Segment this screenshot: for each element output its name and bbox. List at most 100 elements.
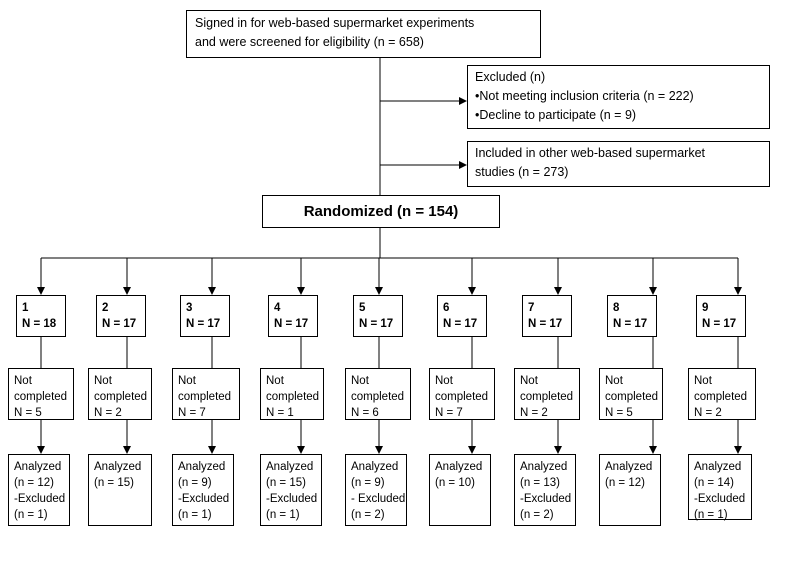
analyzed-line: (n = 2) bbox=[351, 509, 385, 521]
analyzed-line: (n = 1) bbox=[266, 509, 300, 521]
analyzed-line: (n = 10) bbox=[435, 477, 475, 489]
excluded-reason-criteria: •Not meeting inclusion criteria (n = 222… bbox=[475, 89, 694, 103]
not-completed-line: N = 7 bbox=[435, 407, 463, 419]
not-completed-line: N = 2 bbox=[520, 407, 548, 419]
arm-size: N = 17 bbox=[274, 318, 309, 330]
analyzed-line: (n = 1) bbox=[178, 509, 212, 521]
analyzed-line: -Excluded bbox=[266, 493, 318, 505]
arm-size: N = 17 bbox=[702, 318, 737, 330]
not-completed-box: Not completed N = 7 bbox=[172, 368, 240, 420]
other-studies-line-1: Included in other web-based supermarket bbox=[475, 146, 705, 160]
not-completed-line: Not bbox=[435, 375, 453, 387]
not-completed-line: completed bbox=[94, 391, 148, 403]
not-completed-box: Not completed N = 2 bbox=[514, 368, 580, 420]
not-completed-line: N = 5 bbox=[605, 407, 633, 419]
other-studies-line-2: studies (n = 273) bbox=[475, 165, 569, 179]
not-completed-line: Not bbox=[178, 375, 196, 387]
not-completed-line: completed bbox=[351, 391, 405, 403]
arm-number: 1 bbox=[22, 302, 29, 314]
analyzed-line: (n = 12) bbox=[14, 477, 54, 489]
not-completed-box: Not completed N = 1 bbox=[260, 368, 324, 420]
not-completed-line: Not bbox=[694, 375, 712, 387]
analyzed-line: Analyzed bbox=[266, 461, 314, 473]
arm-number: 9 bbox=[702, 302, 709, 314]
excluded-box: Excluded (n) •Not meeting inclusion crit… bbox=[467, 65, 770, 129]
screened-line-1: Signed in for web-based supermarket expe… bbox=[195, 16, 475, 30]
arm-number: 3 bbox=[186, 302, 193, 314]
excluded-title: Excluded (n) bbox=[475, 70, 546, 84]
analyzed-box: Analyzed (n = 15) -Excluded (n = 1) bbox=[260, 454, 322, 526]
analyzed-line: (n = 9) bbox=[351, 477, 385, 489]
arm-box: 2 N = 17 bbox=[96, 295, 146, 337]
other-studies-box: Included in other web-based supermarket … bbox=[467, 141, 770, 187]
analyzed-line: (n = 1) bbox=[14, 509, 48, 521]
analyzed-box: Analyzed (n = 15) bbox=[88, 454, 152, 526]
not-completed-box: Not completed N = 6 bbox=[345, 368, 411, 420]
analyzed-line: (n = 13) bbox=[520, 477, 560, 489]
analyzed-line: -Excluded bbox=[520, 493, 572, 505]
arm-box: 9 N = 17 bbox=[696, 295, 746, 337]
analyzed-line: -Excluded bbox=[14, 493, 66, 505]
arm-number: 8 bbox=[613, 302, 620, 314]
analyzed-line: Analyzed bbox=[14, 461, 62, 473]
analyzed-box: Analyzed (n = 9) - Excluded (n = 2) bbox=[345, 454, 407, 526]
arm-size: N = 18 bbox=[22, 318, 57, 330]
analyzed-line: (n = 14) bbox=[694, 477, 734, 489]
not-completed-line: Not bbox=[14, 375, 32, 387]
analyzed-line: Analyzed bbox=[605, 461, 653, 473]
analyzed-line: Analyzed bbox=[435, 461, 483, 473]
arm-size: N = 17 bbox=[613, 318, 648, 330]
not-completed-line: Not bbox=[605, 375, 623, 387]
arm-size: N = 17 bbox=[359, 318, 394, 330]
arm-box: 8 N = 17 bbox=[607, 295, 657, 337]
not-completed-line: N = 5 bbox=[14, 407, 42, 419]
analyzed-box: Analyzed (n = 10) bbox=[429, 454, 491, 526]
not-completed-line: completed bbox=[520, 391, 574, 403]
arm-box: 3 N = 17 bbox=[180, 295, 230, 337]
not-completed-line: N = 2 bbox=[94, 407, 122, 419]
analyzed-line: (n = 12) bbox=[605, 477, 645, 489]
arm-box: 5 N = 17 bbox=[353, 295, 403, 337]
not-completed-line: completed bbox=[435, 391, 489, 403]
analyzed-line: Analyzed bbox=[351, 461, 399, 473]
not-completed-line: N = 7 bbox=[178, 407, 206, 419]
arm-size: N = 17 bbox=[102, 318, 137, 330]
analyzed-line: (n = 15) bbox=[94, 477, 134, 489]
screened-box: Signed in for web-based supermarket expe… bbox=[186, 10, 541, 58]
analyzed-line: Analyzed bbox=[94, 461, 142, 473]
analyzed-line: Analyzed bbox=[520, 461, 568, 473]
not-completed-box: Not completed N = 2 bbox=[88, 368, 152, 420]
randomized-label: Randomized (n = 154) bbox=[303, 203, 459, 220]
arm-size: N = 17 bbox=[186, 318, 221, 330]
arm-number: 7 bbox=[528, 302, 535, 314]
arm-number: 6 bbox=[443, 302, 450, 314]
analyzed-line: (n = 2) bbox=[520, 509, 554, 521]
arm-number: 5 bbox=[359, 302, 366, 314]
not-completed-line: completed bbox=[605, 391, 659, 403]
not-completed-box: Not completed N = 7 bbox=[429, 368, 495, 420]
not-completed-line: N = 1 bbox=[266, 407, 294, 419]
excluded-reason-declined: •Decline to participate (n = 9) bbox=[475, 108, 637, 122]
not-completed-line: N = 6 bbox=[351, 407, 379, 419]
not-completed-line: Not bbox=[520, 375, 538, 387]
not-completed-line: Not bbox=[266, 375, 284, 387]
analyzed-line: - Excluded bbox=[351, 493, 406, 505]
analyzed-line: (n = 15) bbox=[266, 477, 306, 489]
arm-number: 2 bbox=[102, 302, 109, 314]
not-completed-line: completed bbox=[694, 391, 748, 403]
analyzed-line: Analyzed bbox=[178, 461, 226, 473]
analyzed-box: Analyzed (n = 13) -Excluded (n = 2) bbox=[514, 454, 576, 526]
not-completed-line: Not bbox=[94, 375, 112, 387]
arm-box: 1 N = 18 bbox=[16, 295, 66, 337]
analyzed-line: -Excluded bbox=[178, 493, 230, 505]
not-completed-line: completed bbox=[266, 391, 320, 403]
analyzed-box: Analyzed (n = 12) -Excluded (n = 1) bbox=[8, 454, 70, 526]
not-completed-box: Not completed N = 5 bbox=[599, 368, 663, 420]
not-completed-line: completed bbox=[178, 391, 232, 403]
not-completed-line: Not bbox=[351, 375, 369, 387]
